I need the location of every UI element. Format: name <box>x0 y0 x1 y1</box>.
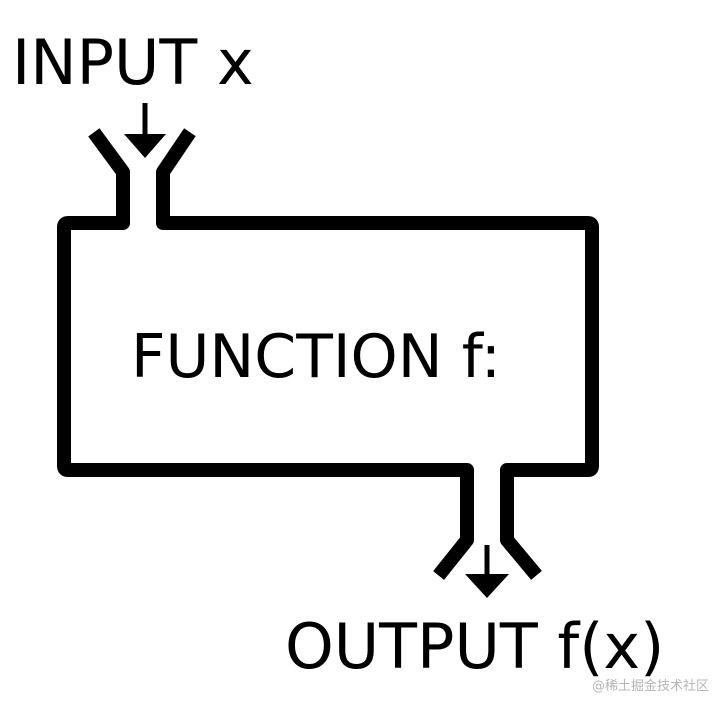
output-label: OUTPUT f(x) <box>285 610 664 683</box>
function-machine-outline <box>57 128 599 580</box>
function-label: FUNCTION f: <box>131 322 501 392</box>
output-arrow-head <box>465 574 509 598</box>
input-arrow-head <box>124 134 166 158</box>
input-label: INPUT x <box>12 26 254 99</box>
watermark-text: @稀土掘金技术社区 <box>592 678 709 694</box>
